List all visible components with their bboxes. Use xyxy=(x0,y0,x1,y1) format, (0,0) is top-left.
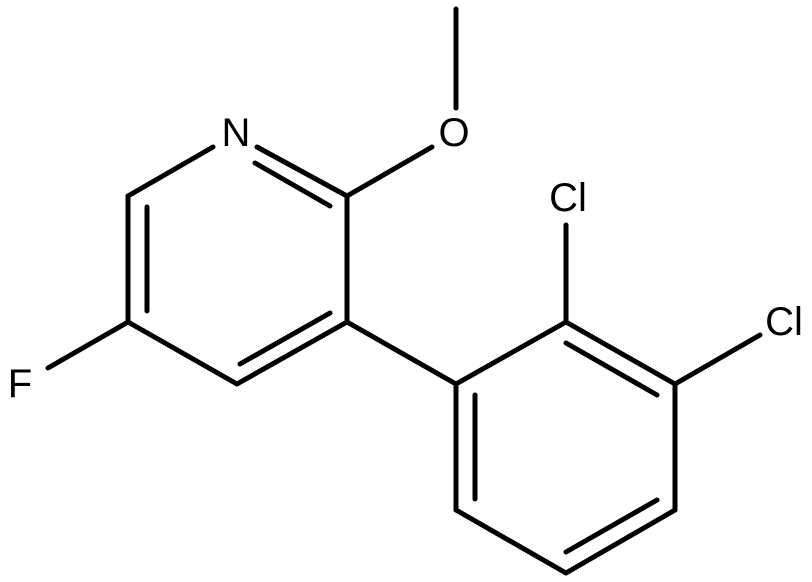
bond-c2p-c3p xyxy=(563,319,678,387)
atom-labels: N O Cl Cl F xyxy=(8,111,803,406)
bond-oxygen-c2 xyxy=(344,144,435,199)
bond-c4p-c5p-double xyxy=(563,497,660,555)
chlorine-label-meta: Cl xyxy=(765,300,803,344)
nitrogen-label: N xyxy=(222,111,251,155)
bond-c3p-chlorine xyxy=(672,332,763,387)
bond-c5p-c6p xyxy=(453,507,569,576)
chlorine-label-ortho: Cl xyxy=(549,176,587,220)
bond-c4p-c5p xyxy=(563,507,678,576)
bond-c3-c4-double xyxy=(237,310,333,367)
bond-c1p-c2p xyxy=(453,319,569,387)
bond-c4-c5 xyxy=(125,319,240,387)
bond-c3-c4 xyxy=(234,319,350,387)
oxygen-label: O xyxy=(438,111,469,155)
bond-c6-n xyxy=(125,144,216,199)
fluorine-label: F xyxy=(8,362,32,406)
bond-c5-fluorine xyxy=(45,319,131,371)
bond-n-c2 xyxy=(254,144,350,199)
bond-c2p-c3p-double xyxy=(563,340,660,398)
bond-n-c2-double xyxy=(252,160,333,209)
bond-c3-c1prime xyxy=(344,319,459,387)
bonds xyxy=(45,6,763,576)
